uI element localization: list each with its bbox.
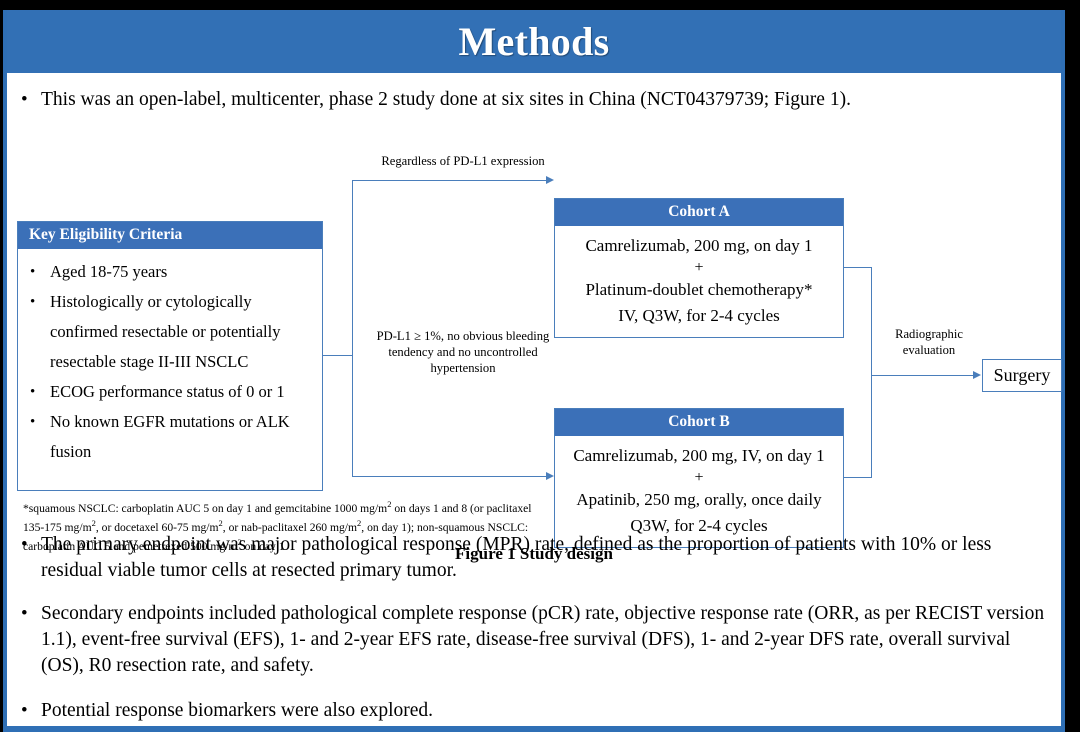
cohort-b-box: Cohort B Camrelizumab, 200 mg, IV, on da… [554,408,844,548]
cohort-b-line3: Q3W, for 2-4 cycles [630,516,768,535]
cohort-a-line2: Platinum-doublet chemotherapy* [585,280,813,299]
connector-cohort-b-out [844,477,872,479]
surgery-box: Surgery [982,359,1062,392]
label-regardless-pdl1: Regardless of PD-L1 expression [381,154,545,168]
slide-frame: Methods • This was an open-label, multic… [3,10,1065,732]
slide-content: • This was an open-label, multicenter, p… [7,73,1062,726]
bullet-biomarkers-text: Potential response biomarkers were also … [41,700,434,721]
page-title: Methods [458,19,610,64]
bullet-dot-icon: • [30,384,36,400]
bullet-biomarkers: • Potential response biomarkers were als… [21,698,1047,724]
connector-to-surgery [871,375,975,377]
cohort-a-header: Cohort A [555,199,843,226]
list-item: • Histologically or cytologically confirm… [26,287,314,377]
connector-branch-cohort-b [352,476,547,478]
bullet-intro-text: This was an open-label, multicenter, pha… [41,89,851,110]
eligibility-criteria-box: Key Eligibility Criteria • Aged 18-75 yea… [17,221,323,491]
surgery-label: Surgery [993,365,1051,385]
cohort-a-body: Camrelizumab, 200 mg, on day 1 + Platinu… [555,226,843,336]
criteria-text: No known EGFR mutations or ALK fusion [50,412,290,461]
label-pdl1-criteria: PD-L1 ≥ 1%, no obvious bleeding tendency… [376,329,550,375]
connector-branch-cohort-a [352,180,547,182]
cohort-a-line3: IV, Q3W, for 2-4 cycles [618,306,780,325]
eligibility-list: • Aged 18-75 years • Histologically or cyt… [18,249,322,467]
list-item: • ECOG performance status of 0 or 1 [26,377,314,407]
study-design-diagram: Key Eligibility Criteria • Aged 18-75 yea… [7,123,1062,563]
bullet-marker: • [21,603,28,624]
criteria-text: Histologically or cytologically confirme… [50,292,281,371]
chemotherapy-footnote: *squamous NSCLC: carboplatin AUC 5 on da… [23,497,551,554]
criteria-text: ECOG performance status of 0 or 1 [50,382,285,401]
connector-stem-horizontal [323,355,353,357]
arrowhead-surgery-icon [973,371,981,379]
bullet-marker: • [21,89,28,110]
cohort-a-line1: Camrelizumab, 200 mg, on day 1 [585,236,813,255]
bullet-secondary-endpoints: • Secondary endpoints included pathologi… [21,601,1047,679]
eligibility-header: Key Eligibility Criteria [18,222,322,249]
criteria-text: Aged 18-75 years [50,262,168,281]
footnote-text: *squamous NSCLC: carboplatin AUC 5 on da… [23,499,532,553]
cohort-b-plus: + [694,469,704,486]
connector-merge-vertical [871,267,873,478]
bullet-marker: • [21,534,28,555]
bullet-secondary-text: Secondary endpoints included pathologica… [41,603,1045,676]
cohort-a-plus: + [694,259,704,276]
arrowhead-cohort-b-icon [546,472,554,480]
figure-caption: Figure 1 Study design [455,544,613,563]
label-radiographic-evaluation: Radiographic evaluation [895,327,963,357]
list-item: • No known EGFR mutations or ALK fusion [26,407,314,467]
bullet-intro: • This was an open-label, multicenter, p… [21,87,1051,113]
arrowhead-cohort-a-icon [546,176,554,184]
cohort-a-box: Cohort A Camrelizumab, 200 mg, on day 1 … [554,198,844,338]
bullet-dot-icon: • [30,264,36,280]
cohort-b-line1: Camrelizumab, 200 mg, IV, on day 1 [573,446,825,465]
bullet-marker: • [21,700,28,721]
bullet-dot-icon: • [30,414,36,430]
slide-body: Methods • This was an open-label, multic… [7,10,1062,726]
bullet-dot-icon: • [30,294,36,310]
cohort-b-line2: Apatinib, 250 mg, orally, once daily [576,490,822,509]
connector-split-vertical [352,180,354,477]
bullet-primary-endpoint: • The primary endpoint was major patholo… [21,532,1047,584]
cohort-b-header: Cohort B [555,409,843,436]
bullet-primary-text: The primary endpoint was major pathologi… [41,534,992,581]
cohort-b-body: Camrelizumab, 200 mg, IV, on day 1 + Apa… [555,436,843,546]
list-item: • Aged 18-75 years [26,257,314,287]
connector-cohort-a-out [844,267,872,269]
slide-title-bar: Methods [7,10,1061,73]
